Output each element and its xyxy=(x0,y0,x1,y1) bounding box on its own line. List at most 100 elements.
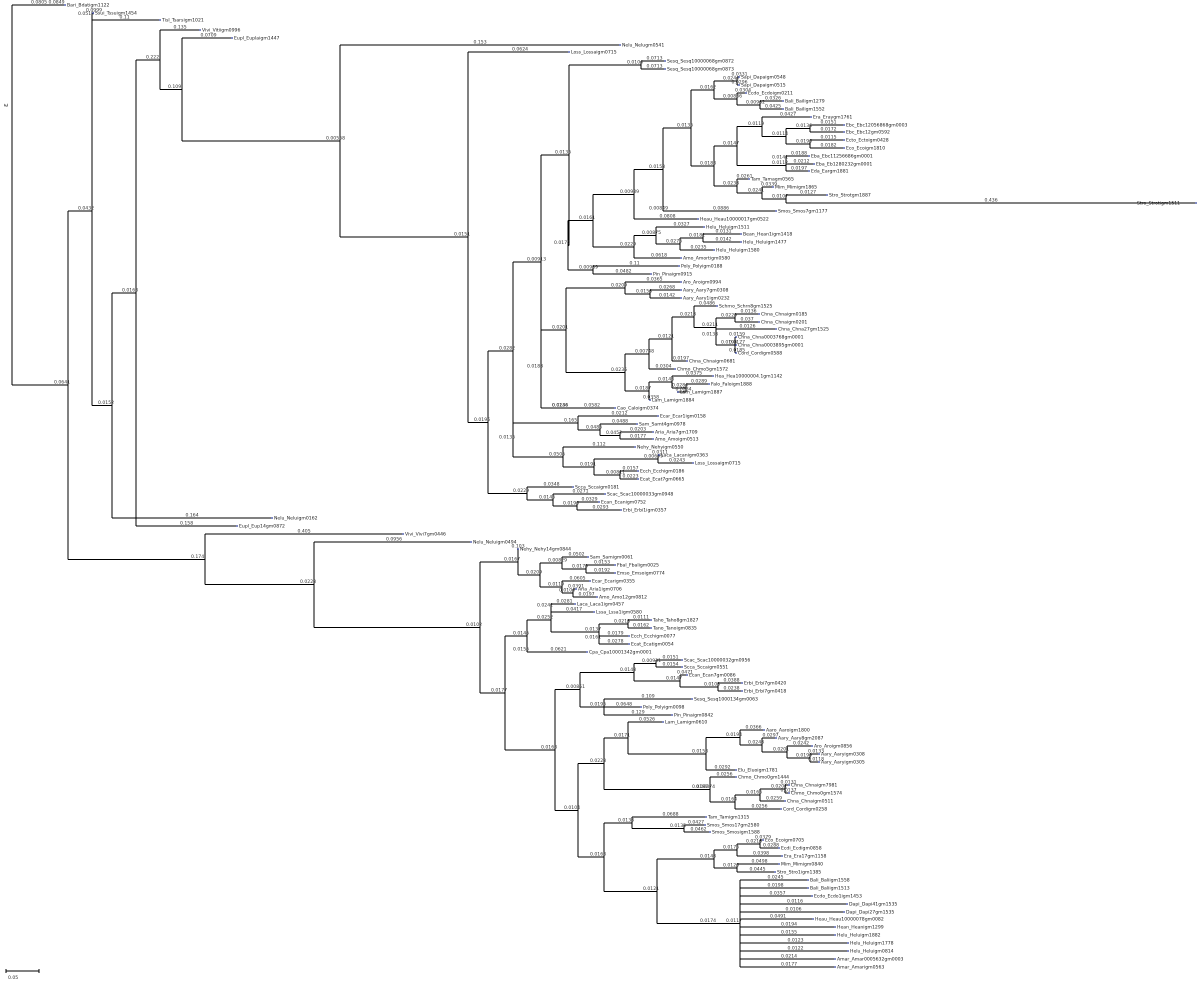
leaf-label: Eupl_Eup14gm0872 xyxy=(239,524,285,530)
node-support-label: 0.0147 xyxy=(723,141,739,147)
branch-length-label: 0.0159 xyxy=(729,332,745,338)
leaf-marker xyxy=(697,218,699,220)
leaf-marker xyxy=(652,438,654,440)
branch-length-label: 0.0177 xyxy=(781,962,797,968)
leaf-label: Amo_Amoigm0513 xyxy=(655,437,699,443)
branch-length-label: 0.0526 xyxy=(639,717,655,723)
branch-length-label: 0.0238 xyxy=(724,686,740,692)
branch-length-label: 0.0142 xyxy=(659,293,675,299)
branch-length-label: 0.0292 xyxy=(715,765,731,771)
node-support-label: 0.0197 xyxy=(692,784,708,790)
leaf-marker xyxy=(637,470,639,472)
leaf-label: Chmo_Chmo0gm1444 xyxy=(738,775,789,781)
leaf-marker xyxy=(807,887,809,889)
leaf-label: Eco_Ecoigm0705 xyxy=(765,838,804,844)
leaf-marker xyxy=(775,210,777,212)
node-support-label: 0.0153 xyxy=(649,164,665,170)
leaf-label: Nehy_Nehy14gm0844 xyxy=(520,547,571,553)
node-support-label: 0.0175 xyxy=(554,240,570,246)
node-support-label: 0.00931 xyxy=(642,658,661,664)
leaf-label: Aaro_Aaroigm1800 xyxy=(766,728,810,734)
leaf-label: Schrno_Schrn8gm1525 xyxy=(719,304,772,310)
branch-length-label: 0.0886 xyxy=(713,206,729,212)
leaf-marker xyxy=(738,84,740,86)
node-support-label: 0.0155 xyxy=(513,647,529,653)
leaf-label: Aary_Aaryigm0308 xyxy=(821,752,865,758)
leaf-marker xyxy=(231,37,233,39)
node-support-label: 0.0244 xyxy=(723,76,739,82)
leaf-marker xyxy=(677,391,679,393)
leaf-marker xyxy=(735,344,737,346)
leaf-label: Aria_Aria7gm1709 xyxy=(655,430,698,436)
branch-length-label: 0.0425 xyxy=(765,104,781,110)
leaf-marker xyxy=(788,792,790,794)
leaf-label: Bari_Bdatigm1122 xyxy=(67,3,110,9)
leaf-label: Chna_Chnaigm0201 xyxy=(761,320,807,326)
leaf-marker xyxy=(745,92,747,94)
leaf-marker xyxy=(680,257,682,259)
node-support-label: 0.0196 xyxy=(474,417,490,423)
branch-length-label: 0.0311 xyxy=(652,450,668,456)
branch-length-label: 0.0366 xyxy=(746,725,762,731)
branch-length-label: 0.0427 xyxy=(688,820,704,826)
tree-branches xyxy=(11,4,1195,968)
leaf-label: Amar_Amar0005632gm0003 xyxy=(837,957,904,963)
branch-length-label: 0.0281 xyxy=(557,599,573,605)
leaf-label: Ecto_Ectoigm0428 xyxy=(846,138,889,144)
leaf-marker xyxy=(159,19,161,21)
leaf-label: Eco_Ecoigm1810 xyxy=(846,146,885,152)
branch-length-label: 0.0289 xyxy=(691,379,707,385)
node-support-label: 0.0168 xyxy=(122,287,138,293)
leaf-label: Ecan_Ecan7gm0086 xyxy=(689,673,736,679)
node-support-label: 0.0117 xyxy=(726,918,742,924)
leaf-marker xyxy=(811,745,813,747)
node-support-label: 0.0284 xyxy=(672,383,688,389)
branch-length-label: 0.0462 xyxy=(691,827,707,833)
node-support-label: 0.0119 xyxy=(548,582,564,588)
leaf-marker xyxy=(812,918,814,920)
leaf-marker xyxy=(664,68,666,70)
leaf-label: Eba_Eb1280232gm0001 xyxy=(816,162,872,168)
branch-length-label: 0.0179 xyxy=(608,631,624,637)
node-support-label: 0.0233 xyxy=(723,181,739,187)
node-support-label: 0.0136 xyxy=(552,403,568,409)
leaf-label: Ecar_Ecarigm0355 xyxy=(592,579,635,585)
branch-length-label: 0.0365 xyxy=(647,277,663,283)
leaf-label: Tam_Tamigm1315 xyxy=(707,815,749,821)
node-support-label: 0.0201 xyxy=(773,747,789,753)
node-support-label: 0.0145 xyxy=(513,631,529,637)
branch-length-label: 0.0956 xyxy=(386,537,402,543)
node-support-label: 0.0174 xyxy=(700,918,716,924)
branch-length-label: 0.0849 xyxy=(49,0,65,6)
leaf-label: Ecch_Ecchigm0186 xyxy=(640,469,684,475)
branch-length-label: 0.0177 xyxy=(729,340,745,346)
node-support-label: 0.0218 xyxy=(614,619,630,625)
node-support-label: 0.0641 xyxy=(54,380,70,386)
leaf-label: Ebc_Ebc12gm0592 xyxy=(846,130,890,136)
branch-length-label: 0.0154 xyxy=(663,662,679,668)
node-support-label: 0.0108 xyxy=(704,682,720,688)
leaf-label: Ecdo_Ecdo1igm1453 xyxy=(814,894,862,900)
leaf-label: Smos_Smos7gm1177 xyxy=(778,209,828,215)
leaf-label: Eda_Eargm1881 xyxy=(811,169,849,175)
leaf-marker xyxy=(843,139,845,141)
leaf-marker xyxy=(778,847,780,849)
leaf-label: Erbi_Erbi7gm0418 xyxy=(744,689,786,695)
node-support-label: 0.00913 xyxy=(527,257,546,263)
branch-length-label: 0.0133 xyxy=(808,749,824,755)
leaf-marker xyxy=(808,155,810,157)
leaf-marker xyxy=(92,12,94,14)
leaf-marker xyxy=(843,911,845,913)
node-support-label: 0.0152 xyxy=(98,400,114,406)
leaf-label: Fbal_Fbaligm0025 xyxy=(617,563,659,569)
leaf-marker xyxy=(834,926,836,928)
branch-length-label: 0.0297 xyxy=(763,733,779,739)
node-support-label: 0.0213 xyxy=(746,839,762,845)
leaf-label: Aria_Aria1igm0706 xyxy=(578,587,622,593)
leaf-marker xyxy=(657,415,659,417)
leaf-marker xyxy=(781,855,783,857)
branch-length-label: 0.0118 xyxy=(808,757,824,763)
leaf-label: Amar_Amarigm0563 xyxy=(837,965,884,971)
node-support-label: 0.0276 xyxy=(666,239,682,245)
branch-length-label: 0.0203 xyxy=(630,427,646,433)
